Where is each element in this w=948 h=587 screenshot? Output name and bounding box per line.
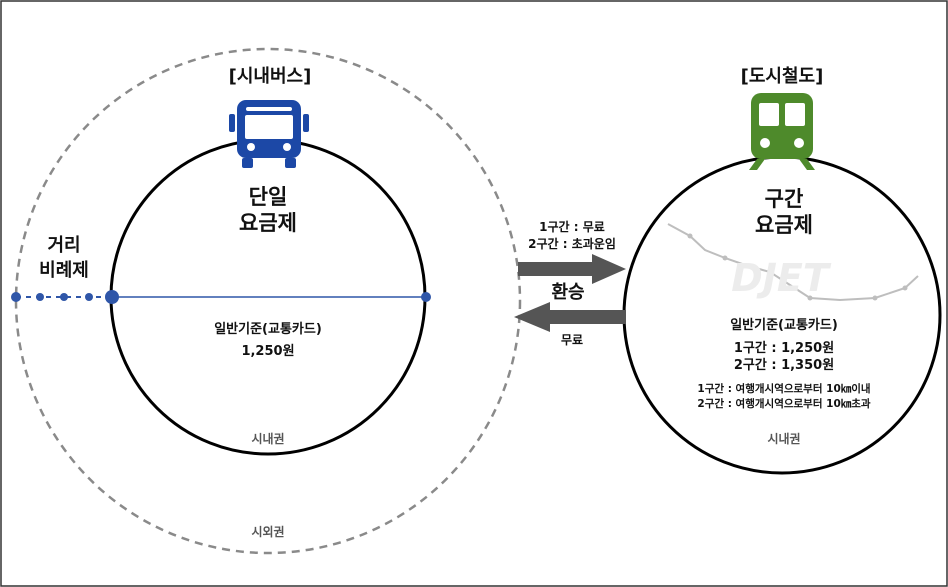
transfer-to-rail-line2: 2구간 : 초과운임 [528, 237, 616, 251]
distance-dot [421, 292, 431, 302]
subway-map-graphic [667, 223, 919, 302]
distance-line1: 거리 [47, 235, 81, 256]
outer-zone-label: 시외권 [251, 525, 285, 539]
bus-icon [229, 100, 309, 168]
distance-dot [105, 290, 119, 304]
bus-inner-zone: 시내권 [251, 432, 285, 446]
bus-fare-type-line1: 단일 [248, 185, 288, 209]
rail-title: [도시철도] [740, 66, 824, 87]
rail-fare2: 2구간 : 1,350원 [733, 358, 835, 373]
arrow-to-rail [518, 254, 626, 284]
distance-dot [60, 293, 68, 301]
rail-zone: 시내권 [767, 432, 801, 446]
distance-line2: 비례제 [39, 260, 89, 281]
rail-fare-type-line2: 요금제 [755, 213, 813, 237]
bus-fare-type-line2: 요금제 [239, 211, 297, 235]
transfer-to-rail-line1: 1구간 : 무료 [539, 220, 605, 234]
distance-dot [11, 292, 21, 302]
watermark-text: DJET [731, 256, 829, 300]
rail-standard: 일반기준(교통카드) [730, 318, 838, 333]
rail-note2: 2구간 : 여행개시역으로부터 10㎞초과 [697, 398, 871, 410]
bus-title: [시내버스] [228, 66, 312, 87]
rail-fare1: 1구간 : 1,250원 [733, 341, 835, 356]
arrow-to-bus [514, 302, 626, 332]
rail-note1: 1구간 : 여행개시역으로부터 10㎞이내 [697, 383, 871, 395]
bus-fare: 1,250원 [241, 344, 295, 359]
bus-standard: 일반기준(교통카드) [214, 322, 322, 337]
train-icon [749, 93, 815, 170]
distance-dot [85, 293, 93, 301]
rail-fare-type-line1: 구간 [764, 187, 804, 211]
transfer-to-bus: 무료 [560, 333, 584, 347]
distance-dot [36, 293, 44, 301]
transfer-label: 환승 [551, 282, 585, 303]
